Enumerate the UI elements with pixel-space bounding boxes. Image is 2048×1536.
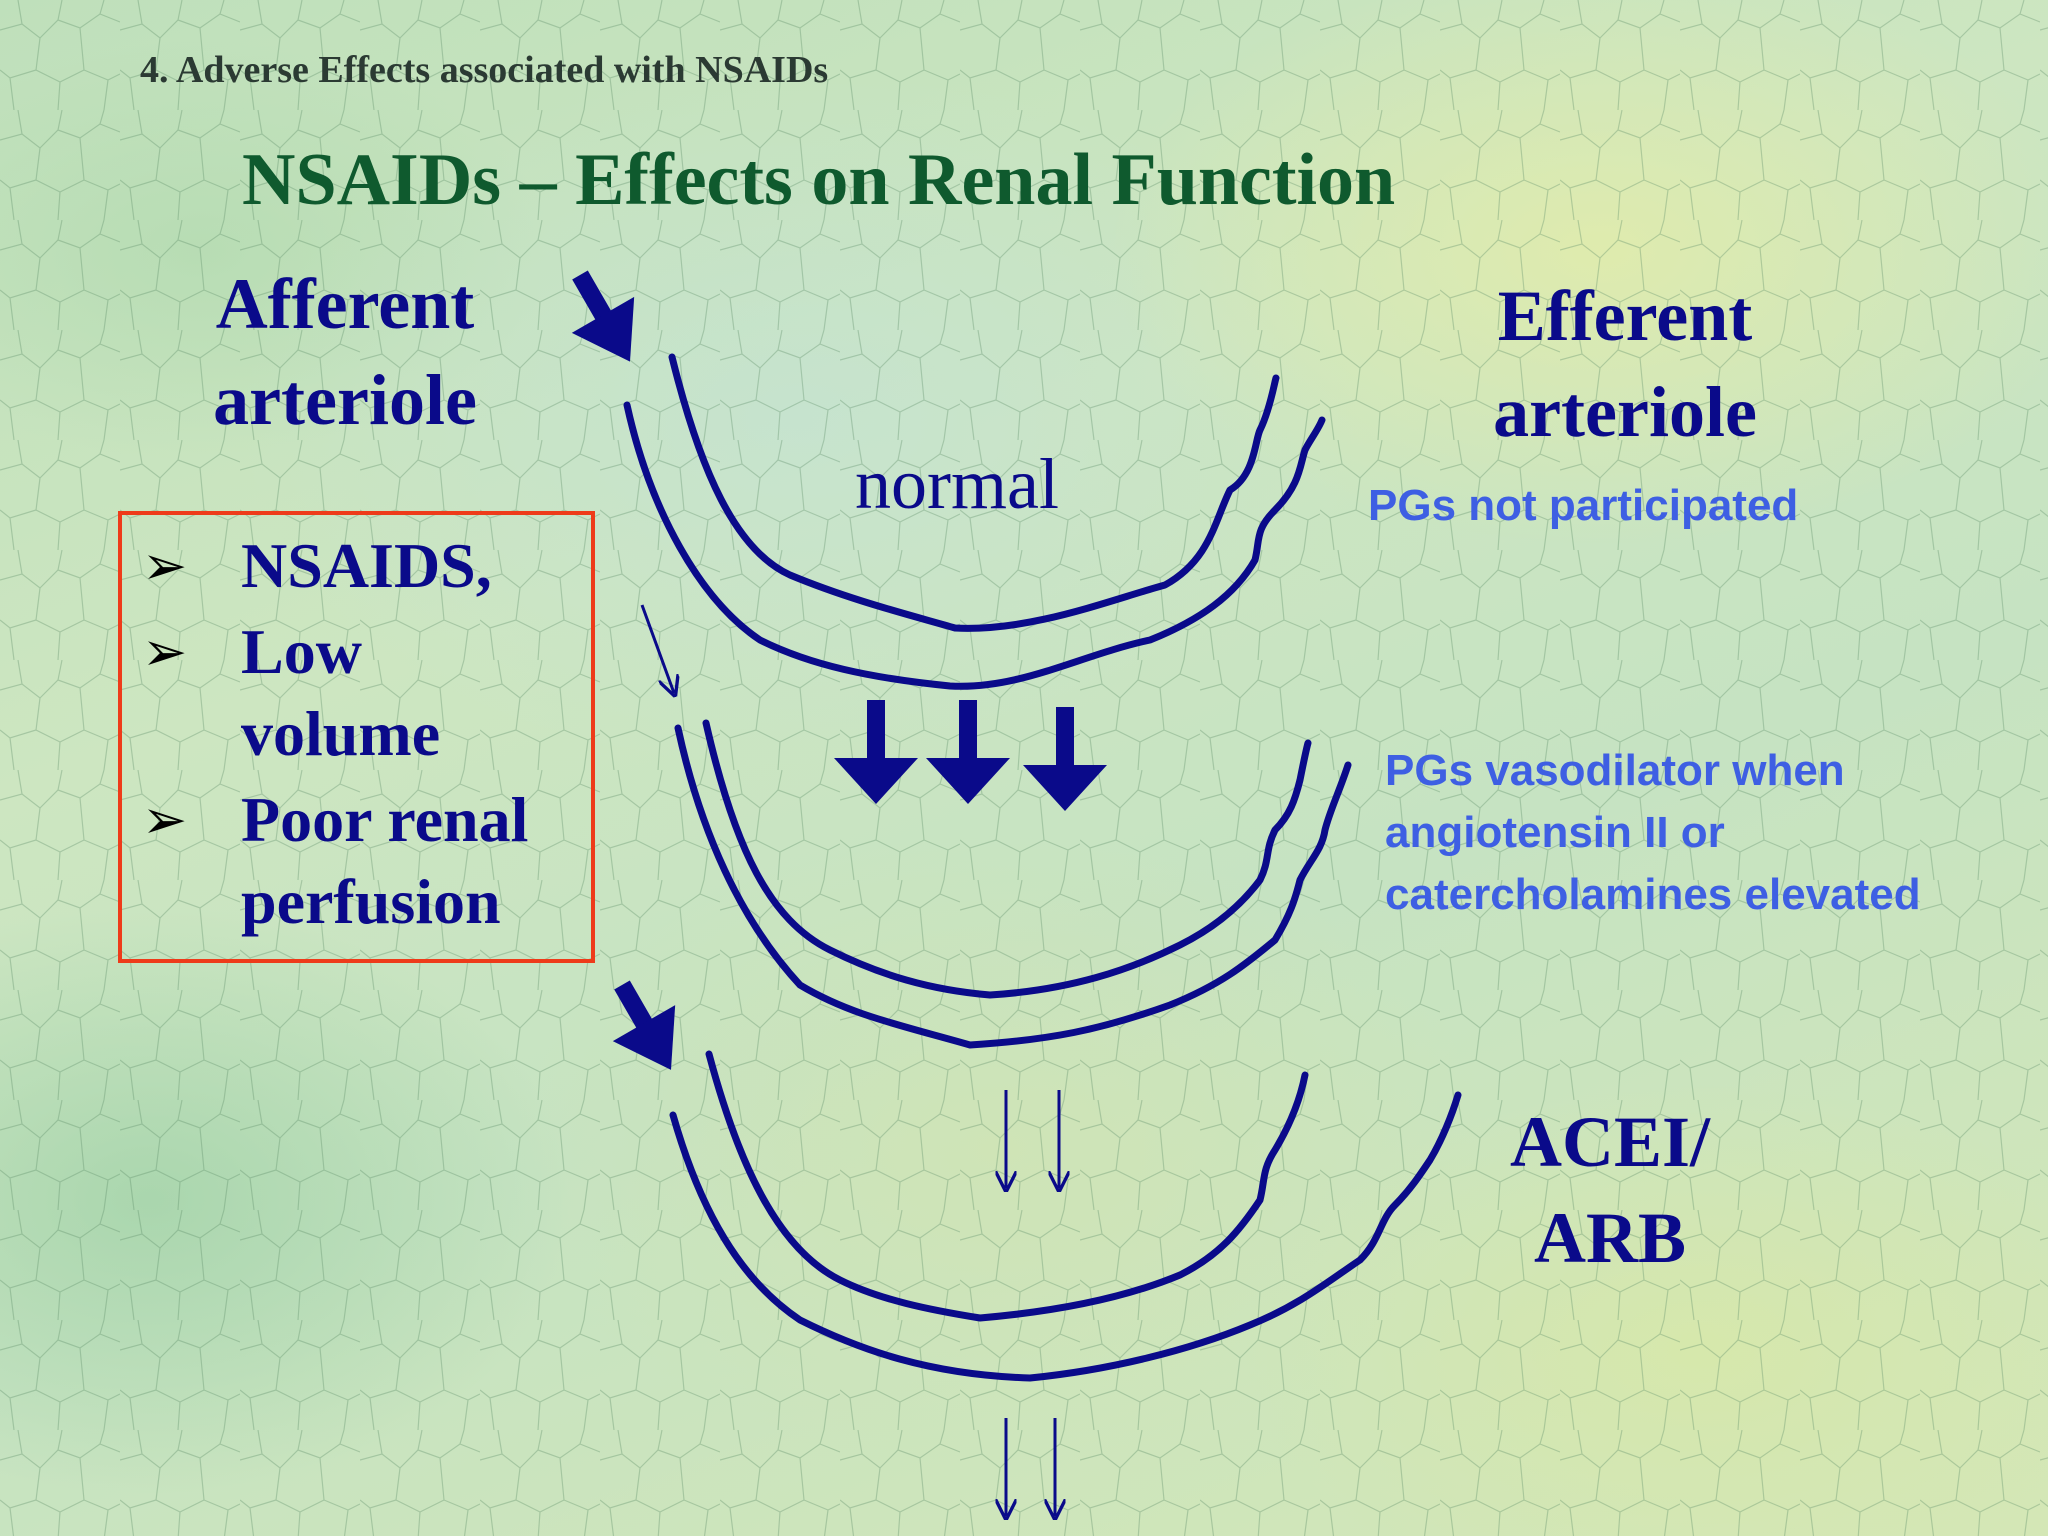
down-arrow-icon [1023, 707, 1107, 811]
afferent-label-line1: Afferent [215, 264, 475, 344]
acei-vessel-outer [669, 1091, 1462, 1382]
risk-factor-item: ➢ NSAIDS, [142, 525, 571, 607]
pgs-vasodilator-line2: angiotensin II or [1385, 808, 1725, 857]
risk-factor-item: ➢ Low volume [142, 611, 571, 775]
slide-title: NSAIDs – Effects on Renal Function [242, 139, 1396, 221]
pgs-not-participated-note: PGs not participated [1368, 481, 1799, 530]
arrow-bullet-icon: ➢ [142, 534, 188, 597]
arrow-bullet-icon: ➢ [142, 620, 188, 683]
thick-arrow-icon [612, 980, 676, 1070]
efferent-label-line2: arteriole [1493, 372, 1757, 452]
pgs-vasodilator-line1: PGs vasodilator when [1385, 746, 1845, 795]
section-title: 4. Adverse Effects associated with NSAID… [140, 49, 829, 91]
pgs-vasodilator-line3: catercholamines elevated [1385, 870, 1921, 919]
nsaid-vessel-inner [702, 719, 1312, 999]
normal-label: normal [855, 444, 1059, 524]
down-arrow-icon [834, 700, 918, 804]
acei-arb-label: ACEI/ ARB [1460, 1094, 1760, 1286]
thick-arrow-icon [571, 270, 635, 362]
afferent-arteriole-label: Afferent arteriole [180, 256, 510, 448]
risk-factor-item: ➢ Poor renal perfusion [142, 779, 571, 943]
afferent-label-line2: arteriole [213, 360, 477, 440]
acei-label-line1: ACEI/ [1509, 1102, 1711, 1182]
arrow-bullet-icon: ➢ [142, 788, 188, 851]
pgs-vasodilator-note: PGs vasodilator when angiotensin II or c… [1385, 740, 1921, 926]
risk-factor-text: NSAIDS, [241, 530, 492, 601]
risk-factor-box: ➢ NSAIDS, ➢ Low volume ➢ Poor renal perf… [118, 511, 595, 963]
risk-factor-list: ➢ NSAIDS, ➢ Low volume ➢ Poor renal perf… [142, 525, 571, 947]
efferent-arteriole-label: Efferent arteriole [1455, 268, 1795, 460]
risk-factor-text: Poor renal perfusion [241, 784, 529, 937]
normal-vessel-outer [623, 401, 1326, 690]
acei-vessel-inner [705, 1050, 1309, 1322]
normal-vessel-inner [668, 353, 1280, 632]
down-arrow-icon [926, 700, 1010, 804]
acei-label-line2: ARB [1533, 1198, 1686, 1278]
risk-factor-text: Low volume [241, 616, 441, 769]
efferent-label-line1: Efferent [1497, 276, 1753, 356]
thin-arrow-icon [640, 604, 674, 693]
nsaid-vessel-outer [674, 724, 1352, 1049]
